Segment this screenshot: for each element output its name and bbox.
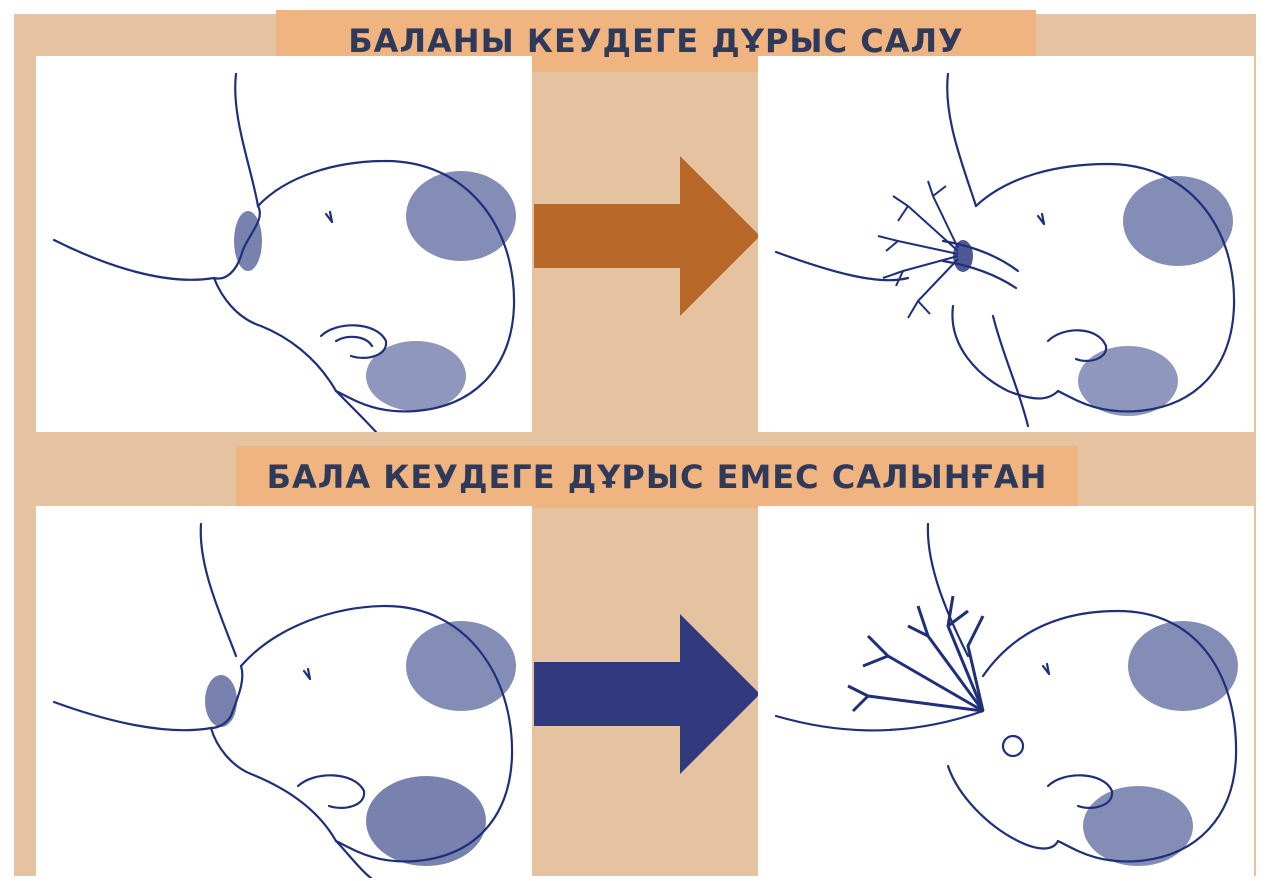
panel-incorrect-external [36,506,532,878]
panel-incorrect-internal [758,506,1254,878]
baby-breastfeeding-illustration-incorrect [36,506,532,878]
panel-correct-external [36,56,532,432]
baby-breastfeeding-illustration [36,56,532,432]
title-incorrect-latch: БАЛА КЕУДЕГЕ ДҰРЫС ЕМЕС САЛЫНҒАН [236,446,1078,508]
arrow-right-icon [534,614,760,774]
milk-duct-illustration-incorrect [758,506,1254,878]
milk-duct-illustration-correct [758,56,1254,432]
infographic-board: БАЛАНЫ КЕУДЕГЕ ДҰРЫС САЛУ [14,14,1256,876]
arrow-right-icon [534,156,760,316]
panel-correct-internal [758,56,1254,432]
